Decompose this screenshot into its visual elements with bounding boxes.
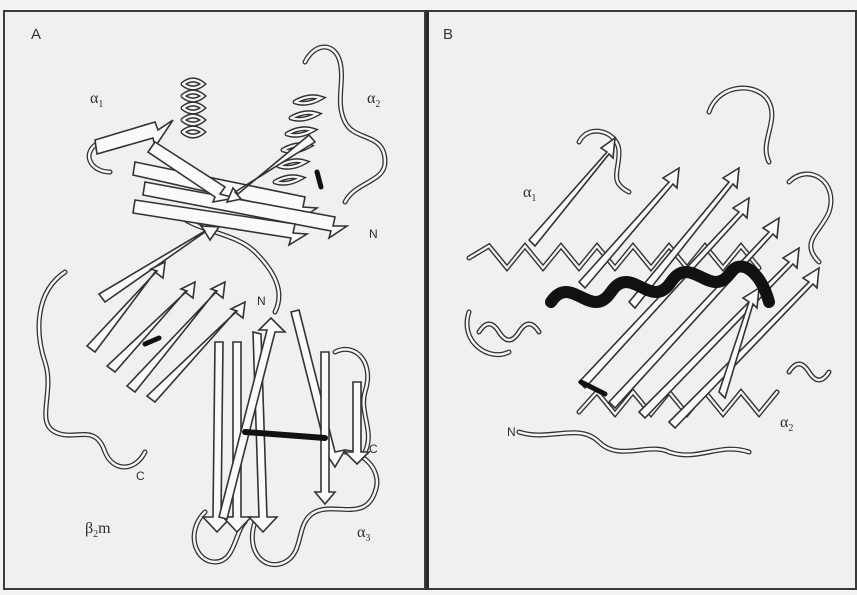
label-beta2m-a: β2m: [85, 520, 111, 540]
label-n-terminus-b: N: [507, 425, 516, 439]
label-n-terminus-a1: N: [369, 227, 378, 241]
label-c-terminus-a2: C: [369, 442, 378, 456]
label-alpha3-a: α3: [357, 524, 370, 544]
panel-a: A: [3, 10, 426, 590]
panel-b: B: [426, 10, 857, 590]
disulfide-bond-b2m: [145, 338, 159, 344]
label-n-terminus-a2: N: [257, 294, 266, 308]
alpha1-helix: [183, 80, 203, 136]
panel-a-beta-sheet-bottom: [203, 310, 369, 532]
panel-b-ribbon-diagram: [429, 12, 855, 588]
label-alpha2-b: α2: [780, 414, 793, 434]
panel-a-loops: [39, 47, 385, 565]
label-c-terminus-a1: C: [136, 469, 145, 483]
disulfide-bond-a2: [317, 172, 321, 187]
panel-a-ribbon-diagram: [5, 12, 424, 588]
label-alpha1-a: α1: [90, 90, 103, 110]
label-alpha1-b: α1: [523, 184, 536, 204]
panel-a-beta-sheet-top: [95, 120, 347, 245]
panel-b-loops: [467, 88, 831, 455]
label-alpha2-a: α2: [367, 90, 380, 110]
